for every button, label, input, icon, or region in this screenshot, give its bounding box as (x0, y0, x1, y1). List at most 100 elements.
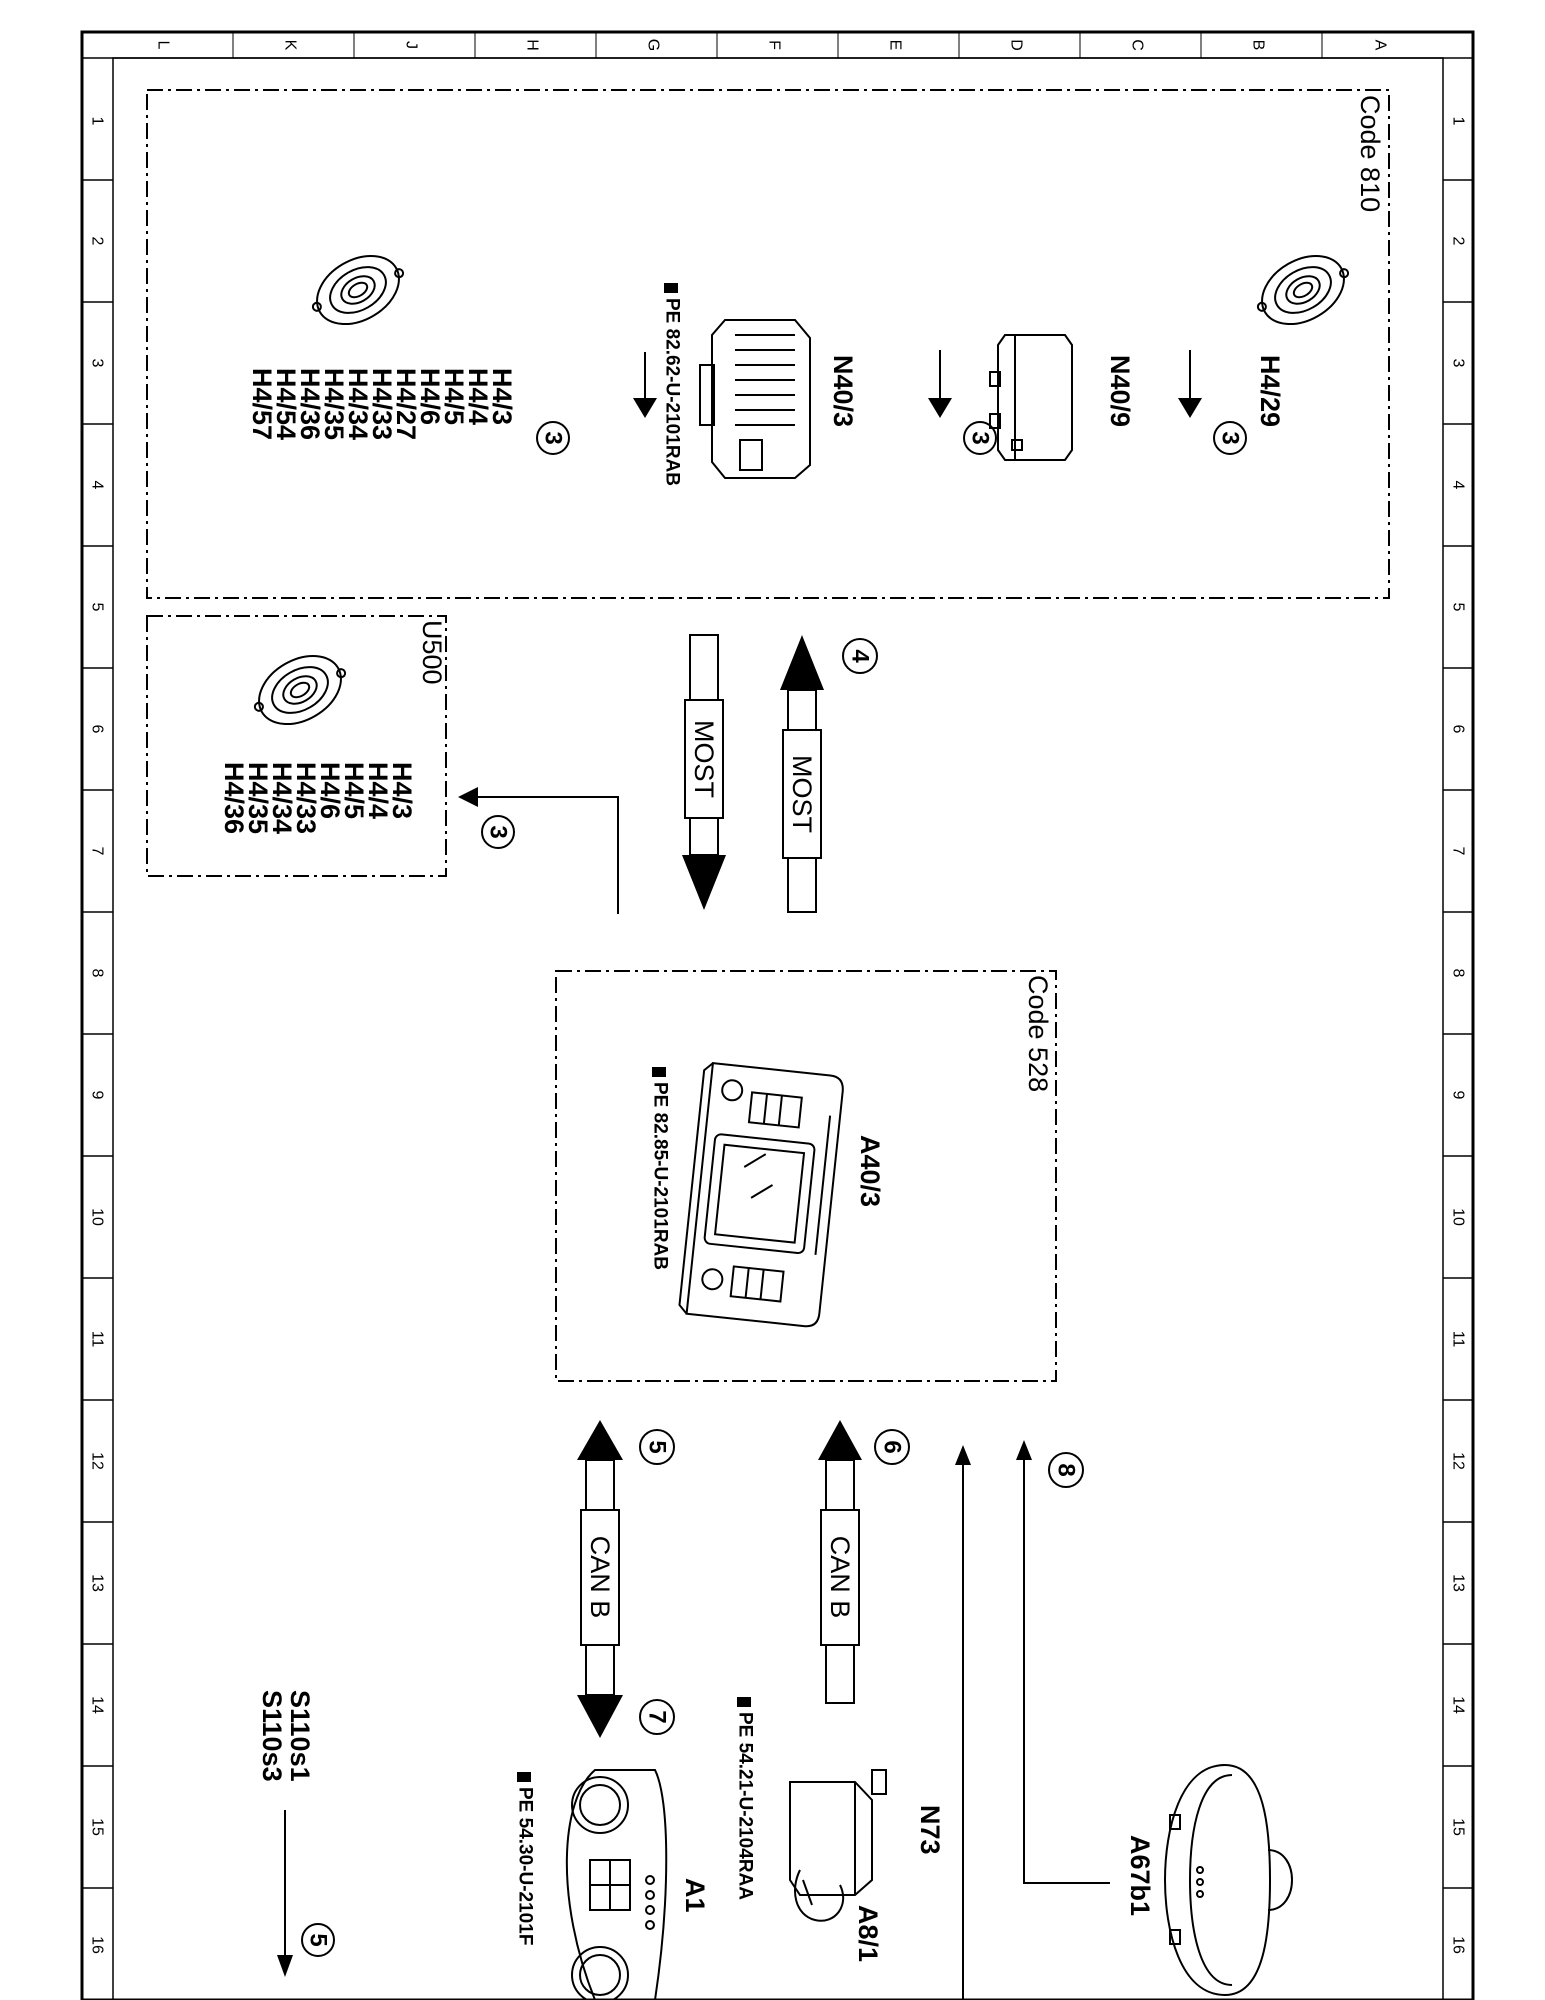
speaker-item: H4/3 (387, 762, 417, 819)
callout-number: 3 (967, 431, 994, 444)
column-label: H (524, 39, 541, 51)
row-label: 1 (89, 117, 106, 126)
row-label: 11 (89, 1331, 106, 1348)
speaker-item: H4/35 (243, 762, 273, 834)
row-label: 10 (1450, 1208, 1467, 1226)
callout-number: 6 (879, 1440, 906, 1453)
callout-circle (639, 1699, 675, 1735)
arrow-head (277, 1955, 293, 1977)
n40-9-label: N40/9 (1105, 355, 1135, 427)
instrument-cluster-icon (565, 1769, 668, 2000)
row-label: 11 (1450, 1331, 1467, 1348)
n73-reference: PE 54.21-U-2104RAA (735, 1712, 756, 1900)
arrow-head (633, 398, 657, 418)
column-label: L (155, 41, 172, 50)
can-bus-label: CAN B (825, 1536, 855, 1619)
speaker-item: H4/6 (315, 762, 345, 819)
diagram-frame (80, 30, 1475, 2000)
speaker-item: H4/35 (319, 368, 349, 440)
reference-marker-icon (517, 283, 751, 1782)
n73-label: N73 (915, 1805, 945, 1855)
row-label: 14 (89, 1696, 106, 1714)
sound-amplifier-icon (699, 319, 811, 479)
code-528-label: Code 528 (1023, 975, 1053, 1092)
speaker-item: H4/34 (343, 368, 373, 440)
speaker-item: H4/3 (487, 368, 517, 425)
callout-number: 4 (847, 649, 874, 663)
arrow-head (1016, 1440, 1032, 1460)
row-label: 7 (1450, 847, 1467, 856)
a67b1-label: A67b1 (1125, 1835, 1155, 1916)
column-label: J (403, 41, 420, 49)
callout-circle (874, 1429, 910, 1465)
n40-3-reference: PE 82.62-U-2101RAB (662, 298, 683, 486)
column-label: B (1250, 40, 1267, 51)
s110s1-label: S110s1 (285, 1690, 315, 1782)
callout-number: 3 (540, 431, 567, 444)
ignition-switch-icon (789, 1769, 887, 1922)
row-label: 12 (89, 1452, 106, 1470)
column-label: C (1129, 39, 1146, 51)
row-label: 14 (1450, 1696, 1467, 1714)
row-label: 8 (89, 969, 106, 978)
callout-number: 3 (1217, 431, 1244, 444)
row-label: 9 (1450, 1091, 1467, 1100)
a1-reference: PE 54.30-U-2101F (515, 1787, 536, 1945)
code-810-boundary (146, 89, 1390, 599)
row-label: 2 (1450, 237, 1467, 246)
amplifier-module-icon (989, 334, 1073, 461)
callout-circle (842, 638, 878, 674)
speaker-item: H4/6 (415, 368, 445, 425)
callout-circle (481, 815, 515, 849)
arrow-head (458, 787, 478, 807)
column-label: E (887, 40, 904, 51)
row-label: 4 (1450, 481, 1467, 490)
speaker-item: H4/33 (367, 368, 397, 440)
callout-circle (1213, 421, 1247, 455)
u500-boundary (146, 615, 447, 877)
speaker-item: H4/4 (363, 762, 393, 819)
code-810-label: Code 810 (1355, 95, 1385, 212)
callout-number: 5 (644, 1440, 671, 1453)
most-bus-label: MOST (689, 720, 719, 798)
speaker-icon (1256, 254, 1350, 326)
most-bus-label: MOST (787, 755, 817, 833)
a40-3-reference: PE 82.85-U-2101RAB (650, 1082, 671, 1270)
callout-circle (301, 1923, 335, 1957)
row-label: 10 (89, 1208, 106, 1226)
arrow-head (928, 398, 952, 418)
arrow-head (955, 1445, 971, 1465)
signal-line (1023, 1460, 1110, 1884)
column-labels: L K J H G F E D C B A (155, 39, 1389, 51)
speaker-icon (253, 654, 347, 726)
n40-3-label: N40/3 (828, 355, 858, 427)
speaker-item: H4/36 (295, 368, 325, 440)
u500-label: U500 (417, 620, 447, 685)
row-label: 13 (1450, 1574, 1467, 1592)
speaker-item: H4/54 (271, 368, 301, 440)
code-528-boundary (555, 970, 1057, 1382)
row-label: 3 (1450, 359, 1467, 368)
column-label: F (766, 40, 783, 50)
callout-circle (536, 421, 570, 455)
speaker-icon (311, 254, 405, 326)
arrow-head (1178, 398, 1202, 418)
row-label: 13 (89, 1574, 106, 1592)
speaker-list-u500: H4/3 H4/4 H4/5 H4/6 H4/33 H4/34 H4/35 H4… (219, 762, 417, 834)
head-unit-icon (678, 1062, 844, 1328)
speaker-item: H4/34 (267, 762, 297, 834)
row-label: 7 (89, 847, 106, 856)
callout-circle (639, 1429, 675, 1465)
speaker-item: H4/36 (219, 762, 249, 834)
a8-1-label: A8/1 (853, 1905, 883, 1962)
row-label: 2 (89, 237, 106, 246)
a1-label: A1 (680, 1878, 710, 1913)
row-label: 15 (89, 1818, 106, 1836)
callout-number: 8 (1053, 1463, 1080, 1476)
row-label: 16 (89, 1936, 106, 1954)
callout-number: 3 (485, 825, 512, 838)
row-label: 1 (1450, 117, 1467, 126)
column-label: A (1372, 40, 1389, 51)
callout-circle (1048, 1452, 1084, 1488)
